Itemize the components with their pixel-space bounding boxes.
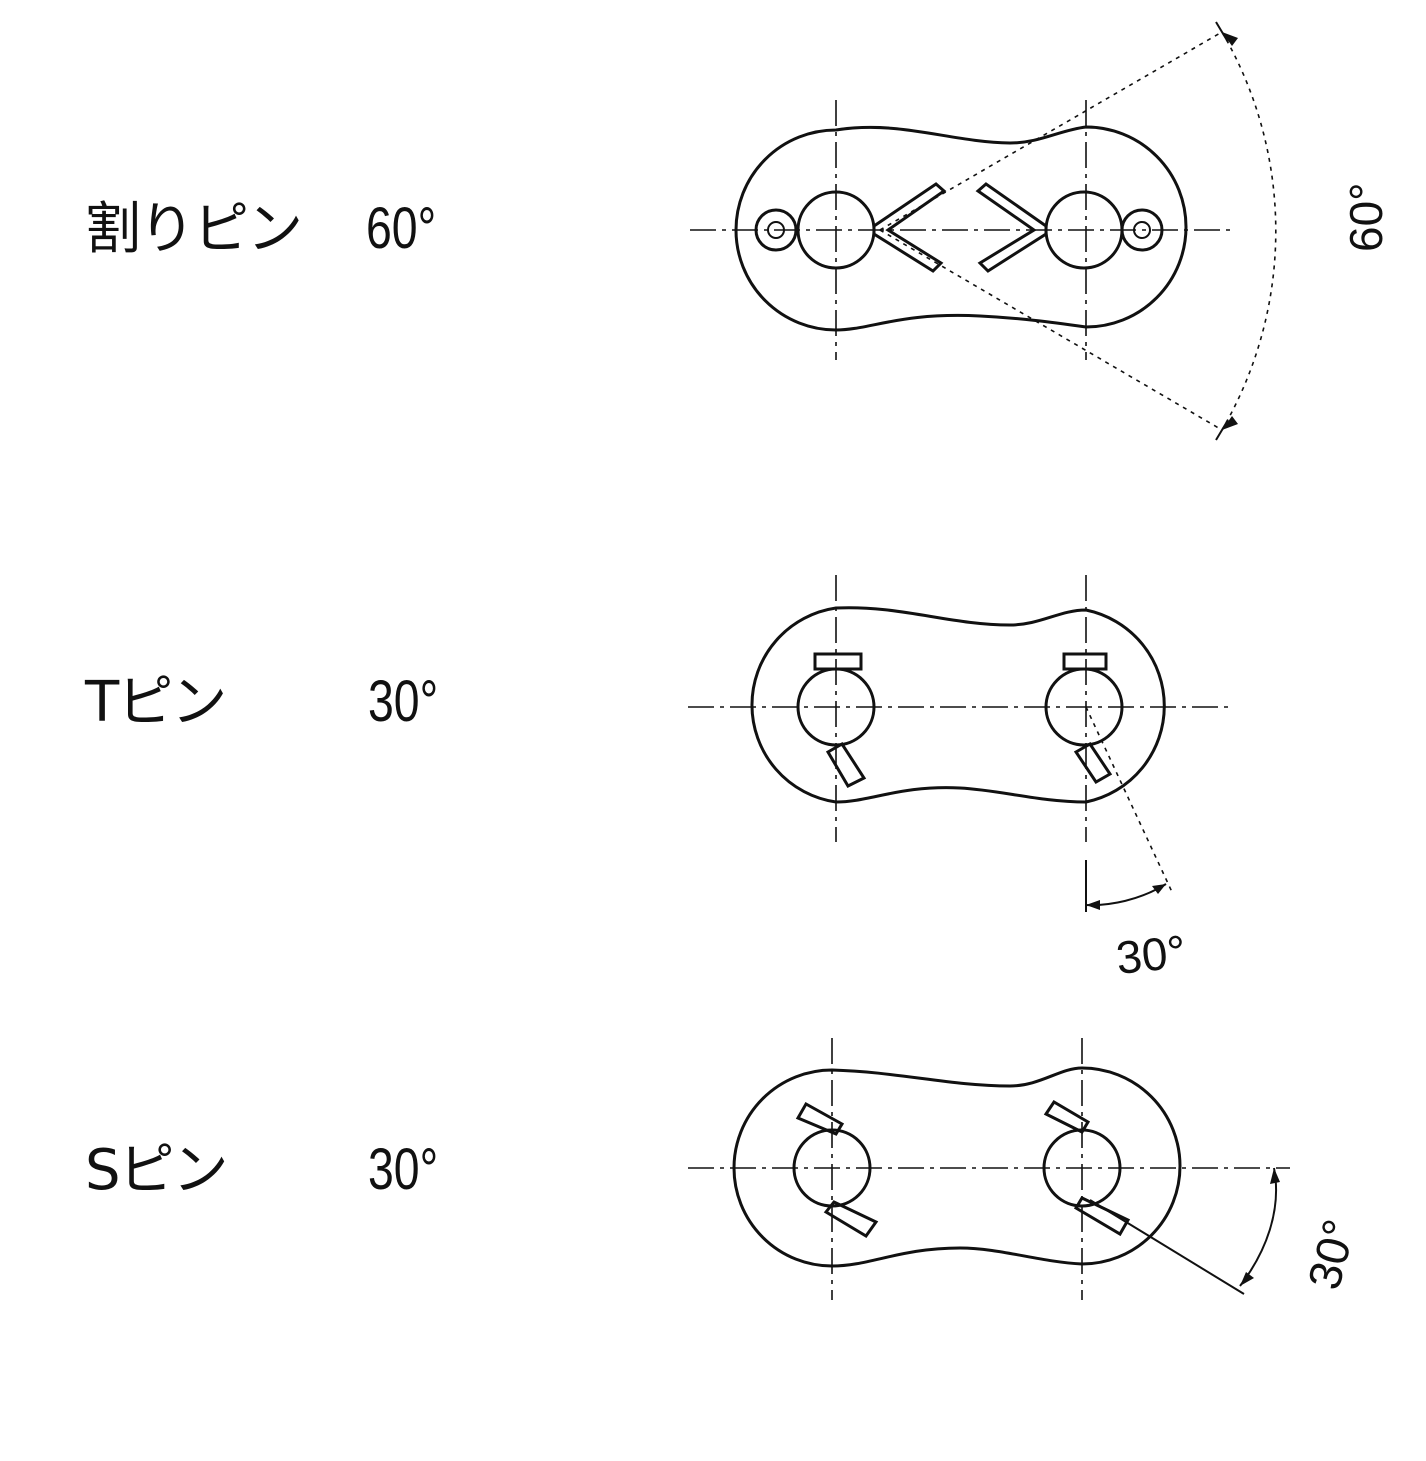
s-pin-label: Sピン xyxy=(85,1138,229,1203)
dimension-30-label: 30° xyxy=(1297,1214,1365,1295)
split-pin-angle: 60° xyxy=(366,196,437,261)
t-pin-angle: 30° xyxy=(368,669,439,734)
angle-line-lower xyxy=(879,229,1223,431)
angle-arc-60 xyxy=(1221,31,1277,431)
left-cotter-pin xyxy=(872,182,947,273)
arrowhead-right xyxy=(1152,884,1166,894)
split-pin-label: 割りピン xyxy=(85,197,303,262)
arrowhead-left xyxy=(1086,900,1100,910)
left-s-lower-end xyxy=(823,1200,879,1238)
angle-line-slanted xyxy=(1085,706,1173,893)
left-s-upper-end xyxy=(795,1101,845,1136)
arrowhead-lower xyxy=(1222,416,1238,430)
arrowhead-upper xyxy=(1270,1168,1280,1184)
right-small-hole-inner xyxy=(1133,221,1151,239)
right-t-tail xyxy=(1073,742,1113,784)
right-s-upper-end xyxy=(1043,1099,1091,1134)
right-small-hole xyxy=(1120,208,1164,252)
s-pin-angle: 30° xyxy=(368,1137,439,1202)
left-small-hole xyxy=(754,208,798,252)
split-pin-link: 60° xyxy=(690,21,1392,441)
angle-line-slanted xyxy=(1089,1199,1245,1295)
t-pin-label: Tピン xyxy=(85,670,227,735)
link-plate-outline xyxy=(732,1066,1182,1268)
dimension-30-label: 30° xyxy=(1114,925,1189,984)
angle-arc-30 xyxy=(1239,1167,1278,1287)
left-small-hole-inner xyxy=(767,221,785,239)
arrowhead-lower xyxy=(1240,1272,1254,1286)
link-plate-outline xyxy=(750,606,1166,804)
left-t-head xyxy=(813,652,863,671)
s-pin-link: 30° xyxy=(688,1038,1366,1300)
arrowhead-upper xyxy=(1222,32,1238,46)
right-cotter-pin xyxy=(975,182,1048,273)
left-t-tail xyxy=(825,741,867,788)
right-s-lower-end xyxy=(1073,1196,1131,1237)
t-pin-link: 30° xyxy=(688,575,1228,984)
angle-line-upper xyxy=(879,31,1223,231)
dimension-60-label: 60° xyxy=(1340,182,1392,252)
right-t-head xyxy=(1062,652,1108,671)
link-plate-outline xyxy=(734,125,1188,332)
